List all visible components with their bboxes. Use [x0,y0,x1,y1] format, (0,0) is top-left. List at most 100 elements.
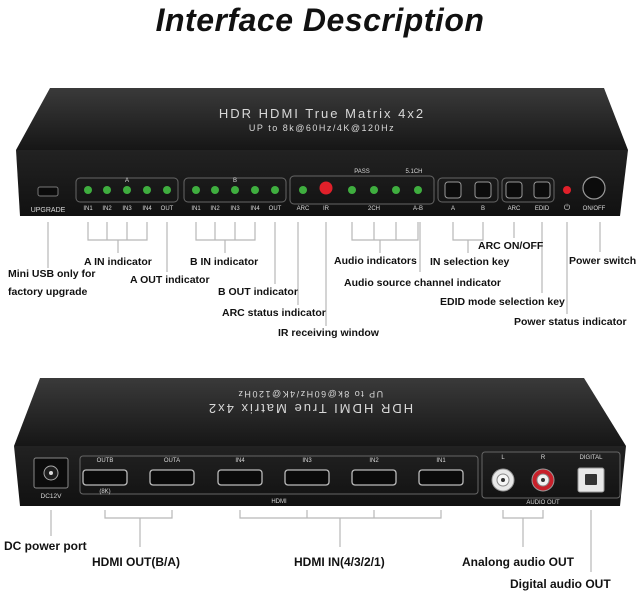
b-in3-label: IN3 [230,206,240,212]
a-in2-led [103,186,111,194]
b-in4-label: IN4 [250,206,260,212]
hdmi-in2-port[interactable] [351,469,397,486]
callout-mini-usb: Mini USB only for [8,268,96,280]
group-b-frame [183,177,287,203]
callout-arc-status: ARC status indicator [222,307,326,319]
arc-label: ARC [297,206,310,212]
page-title: Interface Description [155,2,485,38]
power-status-led [563,186,571,194]
a-in3-led [123,186,131,194]
power-symbol-icon: ⏻ [564,203,571,212]
rear-panel: HDR HDMI True Matrix 4x2 UP to 8k@60Hz/4… [14,378,626,506]
rear-device-name: HDR HDMI True Matrix 4x2 [207,401,413,416]
key-group-frame [437,177,499,203]
ch2-label: 2CH [368,206,380,212]
front-panel: HDR HDMI True Matrix 4x2 UP to 8k@60Hz/4… [16,88,628,216]
callout-dc-power: DC power port [4,539,87,553]
callout-arc-onoff: ARC ON/OFF [478,240,544,252]
hdmi-in1-port[interactable] [418,469,464,486]
dc-label: DC12V [41,493,63,500]
audio-2ch-led-1 [370,186,378,194]
front-device-name: HDR HDMI True Matrix 4x2 [219,106,425,121]
edid-label: EDID [535,206,550,212]
b-out-led [271,186,279,194]
rear-device-sub: UP to 8k@60Hz/4K@120Hz [237,389,383,399]
rear-top-surface [14,378,626,446]
mini-usb-port[interactable] [37,186,59,197]
hdmi-outb-port[interactable] [82,469,128,486]
callout-b-in: B IN indicator [190,256,258,268]
front-top-surface [16,88,628,150]
front-callout-lines [47,222,601,326]
arc-edid-frame [501,177,555,203]
a-in3-label: IN3 [122,206,132,212]
a-out-label: OUT [161,206,174,212]
arc2-label: ARC [508,206,521,212]
b-in1-label: IN1 [191,206,201,212]
hdmi-in3-port[interactable] [284,469,330,486]
a-in4-label: IN4 [142,206,152,212]
a-out-led [163,186,171,194]
outa-label: OUTA [164,458,180,464]
hdmi-label: HDMI [271,499,287,505]
arc-onoff-key[interactable] [505,181,523,199]
a-in4-led [143,186,151,194]
b-in1-led [192,186,200,194]
callout-digital-audio: Digital audio OUT [510,577,611,591]
r-label: R [541,455,546,461]
audio-out-label: AUDIO OUT [526,500,560,506]
hdmi-outa-port[interactable] [149,469,195,486]
in3-label: IN3 [302,458,312,464]
b-in3-led [231,186,239,194]
b-in4-led [251,186,259,194]
hdmi-in4-port[interactable] [217,469,263,486]
hdmi-group-frame [79,455,479,495]
rca-right-pin [541,478,545,482]
ir-label: IR [323,206,330,212]
callout-ir-window: IR receiving window [278,327,380,339]
key-a-label: A [451,206,455,212]
b-in2-led [211,186,219,194]
in-select-key-a[interactable] [444,181,462,199]
callout-a-in: A IN indicator [84,256,152,268]
callout-hdmi-in: HDMI IN(4/3/2/1) [294,555,385,569]
group-b-label: B [233,178,237,184]
callout-audio-source: Audio source channel indicator [344,277,501,289]
optical-window [585,474,597,485]
edid-select-key[interactable] [533,181,551,199]
digital-label: DIGITAL [580,455,604,461]
audio-2ch-led-2 [392,186,400,194]
in1-label: IN1 [436,458,446,464]
a-in1-label: IN1 [83,206,93,212]
power-switch[interactable] [582,176,606,200]
callout-power-switch: Power switch [569,255,636,267]
callout-factory: factory upgrade [8,286,88,298]
callout-analog-audio: Analong audio OUT [462,555,575,569]
ab-label: A-B [413,206,423,212]
callout-a-out: A OUT indicator [130,274,210,286]
onoff-label: ON/OFF [583,206,606,212]
callout-b-out: B OUT indicator [218,286,298,298]
key-b-label: B [481,206,485,212]
callout-audio-indicators: Audio indicators [334,255,417,267]
arc-status-led [299,186,307,194]
callout-edid-select: EDID mode selection key [440,296,565,308]
ir-window [319,181,333,195]
rca-left-pin [501,478,505,482]
audio-pass-led [348,186,356,194]
upgrade-label: UPGRADE [31,207,66,214]
group-a-label: A [125,178,129,184]
bk-label: (8K) [99,489,110,495]
a-in1-led [84,186,92,194]
a-in2-label: IN2 [102,206,112,212]
in-select-key-b[interactable] [474,181,492,199]
dc-pin [49,471,53,475]
l-label: L [501,455,505,461]
audio-51ch-led [414,186,422,194]
callout-in-select: IN selection key [430,256,510,268]
ch51-label: 5.1CH [405,169,422,175]
group-a-frame [75,177,179,203]
b-in2-label: IN2 [210,206,220,212]
in2-label: IN2 [369,458,379,464]
